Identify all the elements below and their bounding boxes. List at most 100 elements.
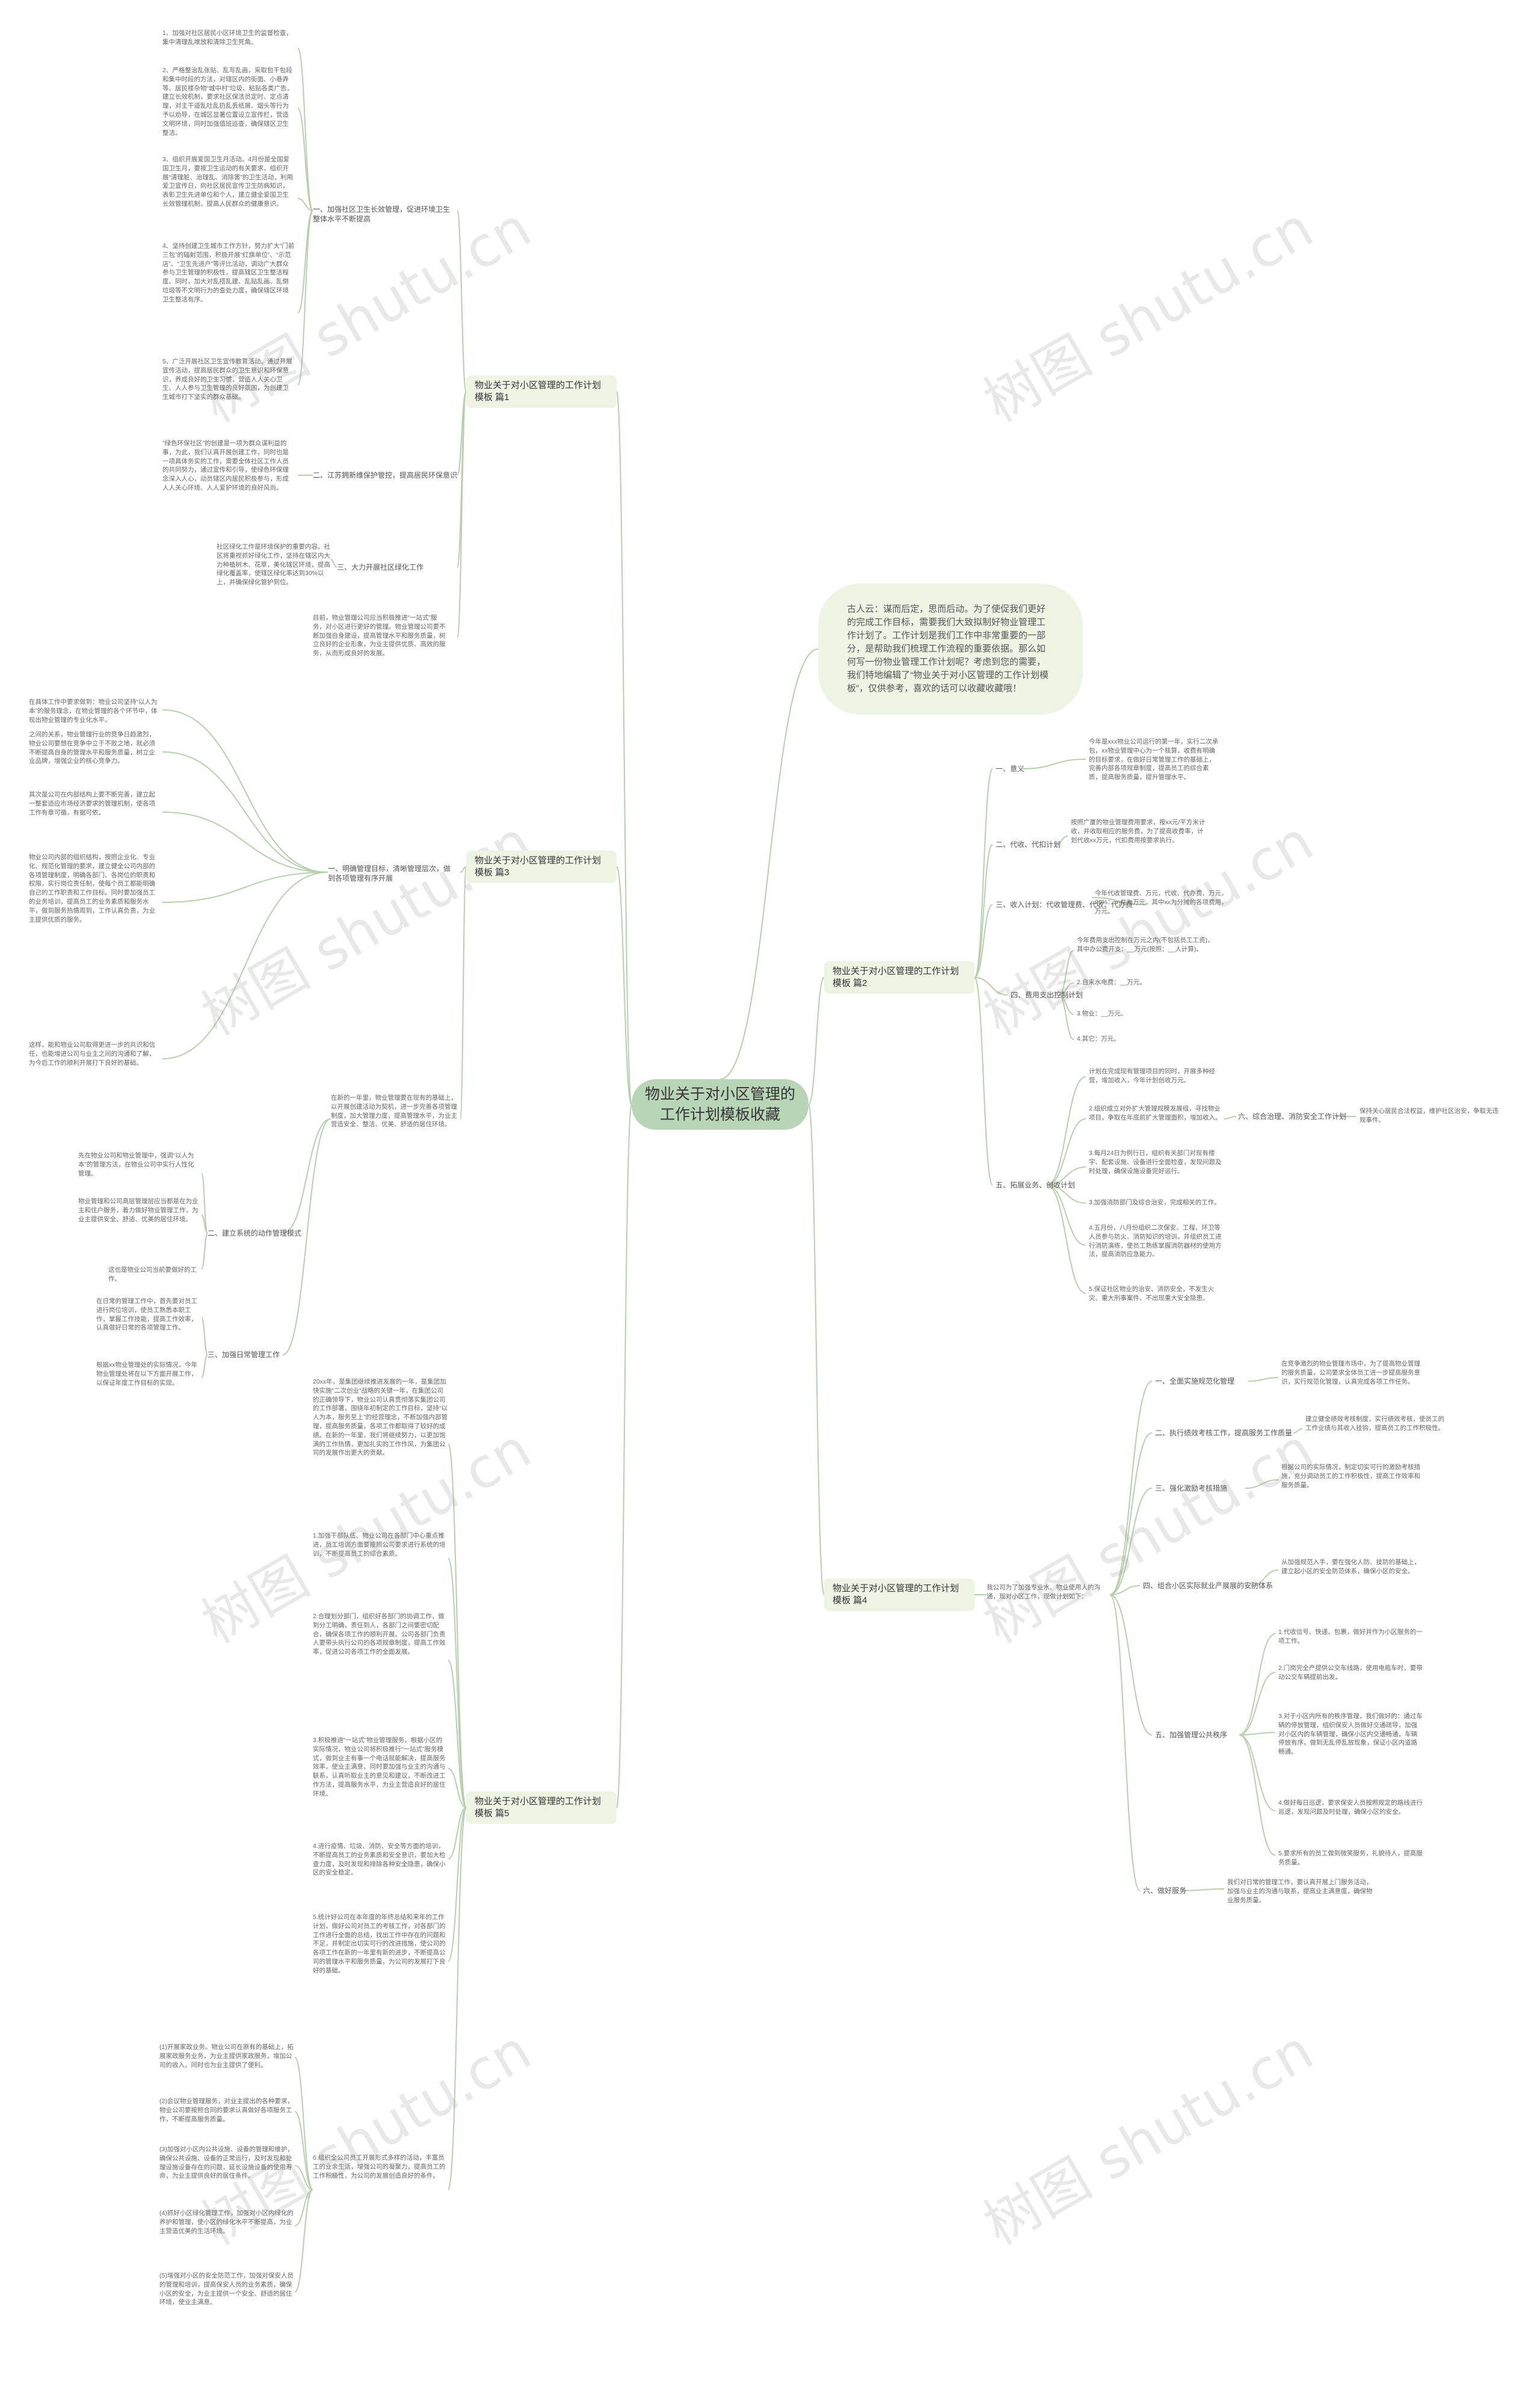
p5-text: 2.合理划分部门，组织好各部门的协调工作，做到分工明确，责任到人，各部门之间要密…: [313, 1613, 446, 1656]
link-curve: [457, 210, 467, 392]
p3-text: 这样，能和物业公司取得更进一步的共识和信任，也能增进公司与业主之间的沟通和了解，…: [29, 1041, 155, 1067]
p5-text: 4.进行疫情、垃圾、消防、安全等方面的培训，不断提高员工的业务素质和安全意识，要…: [313, 1843, 446, 1877]
link-curve: [294, 2057, 313, 2190]
p5-text: 5.统计好公司在本年度的年终总结和来年的工作计划，做好公司对员工的考核工作，对各…: [313, 1914, 446, 1974]
link-curve: [1046, 1184, 1086, 1204]
p1-section-label[interactable]: 一、加强社区卫生长效管理，促进环境卫生整体水平不断提高: [313, 205, 451, 223]
p1-section-label[interactable]: 三、大力开展社区绿化工作: [337, 563, 424, 571]
p4-text: 2.门岗完全产提供公交车线路，使用电瓶车时，要带动公交车辆提前出发。: [1278, 1665, 1423, 1681]
link-curve: [1058, 982, 1074, 996]
link-curve: [201, 1317, 208, 1355]
link-curve: [1058, 994, 1074, 1040]
link-curve: [162, 812, 328, 873]
p4-section-label[interactable]: 二、执行绩效考核工作，提高服务工作质量: [1155, 1429, 1293, 1437]
p5-text: 1.加强干部队伍、物业公司在各部门中心重点推进，员工培训方面要按照公司要求进行系…: [313, 1532, 446, 1557]
p4-text: 3.对于小区内所有的秩序管理，我们做好的：通过车辆的停放管理，组织保安人员做好交…: [1278, 1713, 1423, 1756]
branch-part1[interactable]: 物业关于对小区管理的工作计划模板 篇1: [466, 375, 617, 408]
p4-section-label[interactable]: 四、组合小区实际就业产展展的安防体系: [1143, 1581, 1274, 1590]
link-curve: [1109, 1594, 1153, 1735]
p3-section-label[interactable]: 三、加强日常管理工作: [208, 1350, 280, 1359]
branch-part2[interactable]: 物业关于对小区管理的工作计划模板 篇2: [824, 961, 975, 994]
p2-section-label[interactable]: 一、意义: [996, 765, 1025, 773]
link-curve: [1239, 1734, 1276, 1856]
p2-section-label[interactable]: 三、收入计划：代收管理费、代收、代办费: [996, 901, 1133, 909]
branch-part5[interactable]: 物业关于对小区管理的工作计划模板 篇5: [466, 1791, 617, 1824]
p4-section-label[interactable]: 五、加强管理公共秩序: [1155, 1731, 1228, 1739]
p5-text: (3)加强对小区内公共设施、设备的管理和维护，确保公共设施、设备的正常运行，及时…: [159, 2146, 294, 2180]
p5-text: 20xx年，是集团继续推进发展的一年，是集团加快实施“二次创业”战略的关键一年，…: [313, 1378, 448, 1457]
link-curve: [974, 844, 993, 978]
link-curve: [1109, 1594, 1141, 1891]
link-curve: [808, 977, 825, 1105]
p4-section-label[interactable]: 三、强化激励考核措施: [1155, 1484, 1228, 1492]
link-curve: [1109, 1488, 1153, 1595]
link-curve: [1046, 1076, 1086, 1186]
p4-text: 建立健全绩效考核制度，实行绩效考核，使员工的工作业绩与其收入挂钩，提高员工的工作…: [1305, 1415, 1444, 1432]
link-curve: [1293, 1428, 1303, 1434]
p4-text: 5.要求所有的员工做到微笑服务，礼貌待人，提高服务质量。: [1278, 1850, 1423, 1866]
p2-text: 4.其它：万元。: [1077, 1035, 1120, 1043]
link-curve: [162, 709, 328, 873]
p2-section-label[interactable]: 四、费用支出控制计划: [1011, 991, 1083, 999]
p4-section-label[interactable]: 一、全面实施规范化管理: [1155, 1377, 1235, 1385]
p3-section-label[interactable]: 二、建立系统的动作管理模式: [208, 1229, 302, 1237]
link-curve: [1181, 1888, 1225, 1891]
p2-text: 5.保证社区物业的治安、消防安全，不发生火灾、重大刑事案件、不出现重大安全隐患。: [1089, 1286, 1215, 1302]
link-curve: [448, 1557, 467, 1808]
link-curve: [1058, 950, 1074, 996]
p4-section-label[interactable]: 六、做好服务: [1143, 1886, 1187, 1895]
link-curve: [448, 1443, 467, 1808]
link-curve: [201, 1233, 208, 1270]
p2-text: 今年费用支出控制在万元之内(不包括员工工资)，其中办公费开支：__万元(按照：_…: [1077, 937, 1214, 953]
p4-text: 在竞争激烈的物业管理市场中，为了提高物业管理的服务质量，公司要求全体员工进一步提…: [1281, 1360, 1420, 1385]
p1-section-label[interactable]: 二、江苏拥新维保护管控，提高居民环保意识: [313, 471, 458, 479]
link-curve: [294, 2111, 313, 2190]
p1-text: 目前，物业管理公司应当积极推进“一站式”服务，对小区进行更好的管理。物业管理公司…: [313, 614, 446, 658]
p4-text: 根据公司的实际情况，制定切实可行的激励考核措施，充分调动员工的工作积极性，提高工…: [1281, 1464, 1420, 1489]
p2-text: 保持关心居民合法权益，维护社区治安，争取无违规事件。: [1360, 1107, 1498, 1124]
link-curve: [1251, 1569, 1279, 1586]
p2-section-label[interactable]: 五、拓展业务、创收计划: [996, 1181, 1076, 1189]
link-curve: [1046, 1184, 1086, 1246]
link-curve: [282, 1118, 331, 1234]
p3-text: 之间的关系，物业管理行业的竞争日趋激烈，物业公司要想在竞争中立于不败之地，就必须…: [29, 731, 155, 765]
link-curve: [1109, 1585, 1141, 1595]
link-curve: [297, 48, 313, 211]
p3-text: 其次是公司在内部结构上要不断完善，建立起一整套适应市场经济要求的管理机制，使各项…: [29, 791, 155, 816]
link-curve: [448, 1660, 467, 1808]
p2-text: 2.组织成立对外扩大管理规模发展组，寻找物业项目，争取在年底前扩大管理面积，增加…: [1089, 1105, 1222, 1121]
link-curve: [1109, 1432, 1153, 1595]
p5-text: (5)增强对小区的安全防范工作，加强对保安人员的管理和培训，提高保安人员的业务素…: [159, 2272, 294, 2306]
p3-text: 根据xx物业管理处的实际情况，今年物业管理处将在以下方面开展工作，以保证年度工作…: [96, 1361, 197, 1387]
p2-text: 计划在完成现有管理项目的同时，开展多种经营，增加收入，今年计划创收万元。: [1089, 1068, 1215, 1084]
p1-text: 社区绿化工作是环境保护的重要内容。社区将重视抓好绿化工作，坚持在辖区内大力种植树…: [217, 543, 330, 587]
link-curve: [1239, 1732, 1276, 1735]
link-curve: [1239, 1734, 1276, 1811]
p3-text: 在日常的管理工作中，首先要对员工进行岗位培训，使员工熟悉本职工作，掌握工作技能，…: [96, 1298, 197, 1332]
link-curve: [974, 768, 993, 978]
p2-text: 3.每月24日为例行日，组织有关部门对现有楼宇、配套设施、设备进行全面检查，发现…: [1089, 1150, 1222, 1175]
branch-part3[interactable]: 物业关于对小区管理的工作计划模板 篇3: [466, 851, 617, 883]
p2-section-label[interactable]: 二、代收、代扣计划: [996, 840, 1061, 849]
p4-text: 4.做好每日巡逻，要求保安人员按照规定的路线进行巡逻，发现问题及时处理，确保小区…: [1278, 1799, 1423, 1816]
link-curve: [294, 2165, 313, 2190]
link-curve: [460, 866, 467, 1120]
root-topic[interactable]: 物业关于对小区管理的工作计划模板收藏: [632, 1079, 808, 1130]
link-curve: [1239, 1672, 1276, 1735]
p2-text: 今年代收管理费、万元，代收、代办费、万元，20%：一共为万元，其中xx为分摊的各…: [1095, 890, 1228, 915]
link-curve: [1046, 1184, 1086, 1294]
p3-text: 在新的一年里，物业管理要在现有的基础上，以开展创建活动为契机，进一步完善各项管理…: [331, 1094, 457, 1129]
link-curve: [1046, 1118, 1086, 1186]
p1-text: 1、加强对社区居民小区环境卫生的监督检查，集中清理乱堆放和清除卫生死角。: [162, 29, 292, 46]
p2-section-label[interactable]: 六、综合治理、消防安全工作计划: [1238, 1112, 1347, 1121]
link-curve: [1245, 1479, 1279, 1489]
p4-text: 我们对日常的管理工作，要认真开展上门服务活动，加强与业主的沟通与联系，提高业主满…: [1227, 1879, 1373, 1904]
link-curve: [616, 391, 632, 1105]
p3-text: 物业公司内部的组织结构，按照企业化、专业化、规范化管理的要求，建立健全公司内部的…: [29, 854, 155, 923]
branch-part4[interactable]: 物业关于对小区管理的工作计划模板 篇4: [824, 1578, 975, 1611]
link-curve: [294, 2189, 313, 2226]
link-curve: [297, 108, 313, 211]
intro-topic[interactable]: 古人云：谋而后定，思而后动。为了使促我们更好的完成工作目标，需要我们大致拟制好物…: [818, 584, 1083, 715]
p3-section-label[interactable]: 一、明确管理目标，清晰管理层次，做到各项管理有序开展: [328, 864, 451, 882]
